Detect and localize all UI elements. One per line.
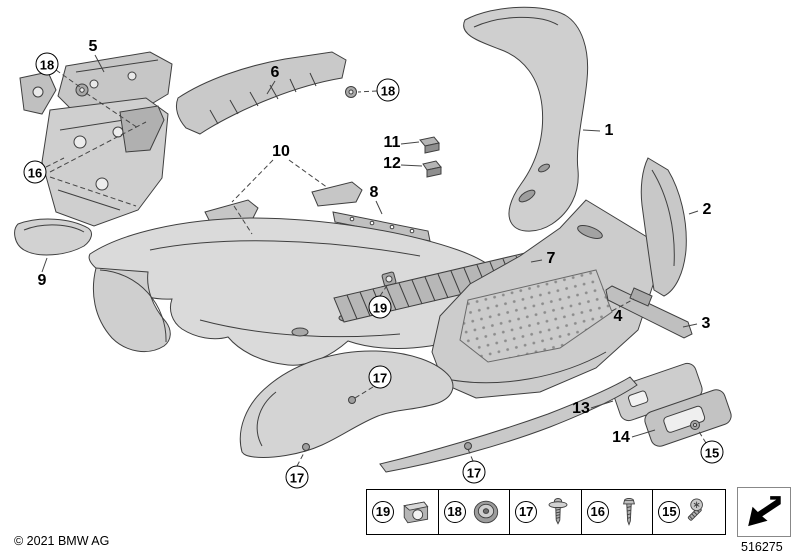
- part-mounting-strip: [332, 211, 431, 242]
- part-trim-cover: [14, 218, 92, 256]
- callout-3[interactable]: 3: [701, 315, 711, 332]
- main-group-arrow-button[interactable]: [737, 487, 791, 537]
- part-side-bracket-assembly: [19, 51, 173, 227]
- callout-2[interactable]: 2: [702, 201, 712, 218]
- part-bumper-cover: [88, 217, 512, 366]
- callout-11[interactable]: 11: [383, 134, 401, 151]
- callout-12[interactable]: 12: [383, 155, 401, 172]
- legend-callout-16[interactable]: 16: [586, 501, 609, 523]
- callout-14[interactable]: 14: [612, 429, 630, 446]
- callout-7[interactable]: 7: [546, 250, 556, 267]
- legend-item-15[interactable]: 15: [653, 490, 725, 534]
- part-clips: [419, 136, 442, 178]
- callout-1[interactable]: 1: [604, 122, 614, 139]
- part-bottom-edge-strip: [379, 376, 638, 473]
- tapping-screw-icon: [623, 498, 636, 526]
- screw-with-washer-icon: [548, 498, 568, 525]
- legend-callout-19[interactable]: 19: [372, 501, 394, 523]
- back-arrow-icon: [748, 496, 781, 527]
- diagram-number: 516275: [741, 540, 783, 554]
- callout-4[interactable]: 4: [613, 308, 623, 325]
- callout-19[interactable]: 19: [368, 295, 392, 319]
- legend-callout-18[interactable]: 18: [443, 501, 466, 523]
- leader-lines: [41, 54, 707, 467]
- part-lower-diffuser: [431, 199, 657, 399]
- callout-6[interactable]: 6: [270, 64, 280, 81]
- legend-callout-17[interactable]: 17: [515, 501, 538, 523]
- copyright-text: © 2021 BMW AG: [14, 534, 110, 548]
- part-side-trim: [640, 157, 687, 297]
- pan-head-screw-icon: [687, 498, 703, 521]
- part-lower-strip: [605, 285, 693, 339]
- callout-13[interactable]: 13: [572, 400, 590, 417]
- legend-item-19[interactable]: 19: [367, 490, 439, 534]
- callout-17[interactable]: 17: [368, 365, 392, 389]
- part-guide-bracket: [175, 51, 357, 135]
- legend-callout-15[interactable]: 15: [658, 501, 681, 523]
- part-rear-bumper-upper: [463, 6, 589, 232]
- callout-8[interactable]: 8: [369, 184, 379, 201]
- callout-5[interactable]: 5: [88, 38, 98, 55]
- legend-item-17[interactable]: 17: [510, 490, 582, 534]
- cage-nut-icon: [402, 501, 429, 524]
- part-lower-corner-trim: [239, 350, 454, 458]
- callout-17[interactable]: 17: [462, 460, 486, 484]
- grommet-icon: [474, 500, 499, 524]
- callout-18[interactable]: 18: [35, 52, 59, 76]
- legend-item-16[interactable]: 16: [582, 490, 654, 534]
- fastener-legend: 19 18 17 16: [366, 489, 726, 535]
- callout-18[interactable]: 18: [376, 78, 400, 102]
- callout-17[interactable]: 17: [285, 465, 309, 489]
- callout-9[interactable]: 9: [37, 272, 47, 289]
- callout-10[interactable]: 10: [272, 143, 290, 160]
- callout-16[interactable]: 16: [23, 160, 47, 184]
- callout-15[interactable]: 15: [700, 440, 724, 464]
- part-plates: [613, 362, 732, 447]
- legend-item-18[interactable]: 18: [439, 490, 511, 534]
